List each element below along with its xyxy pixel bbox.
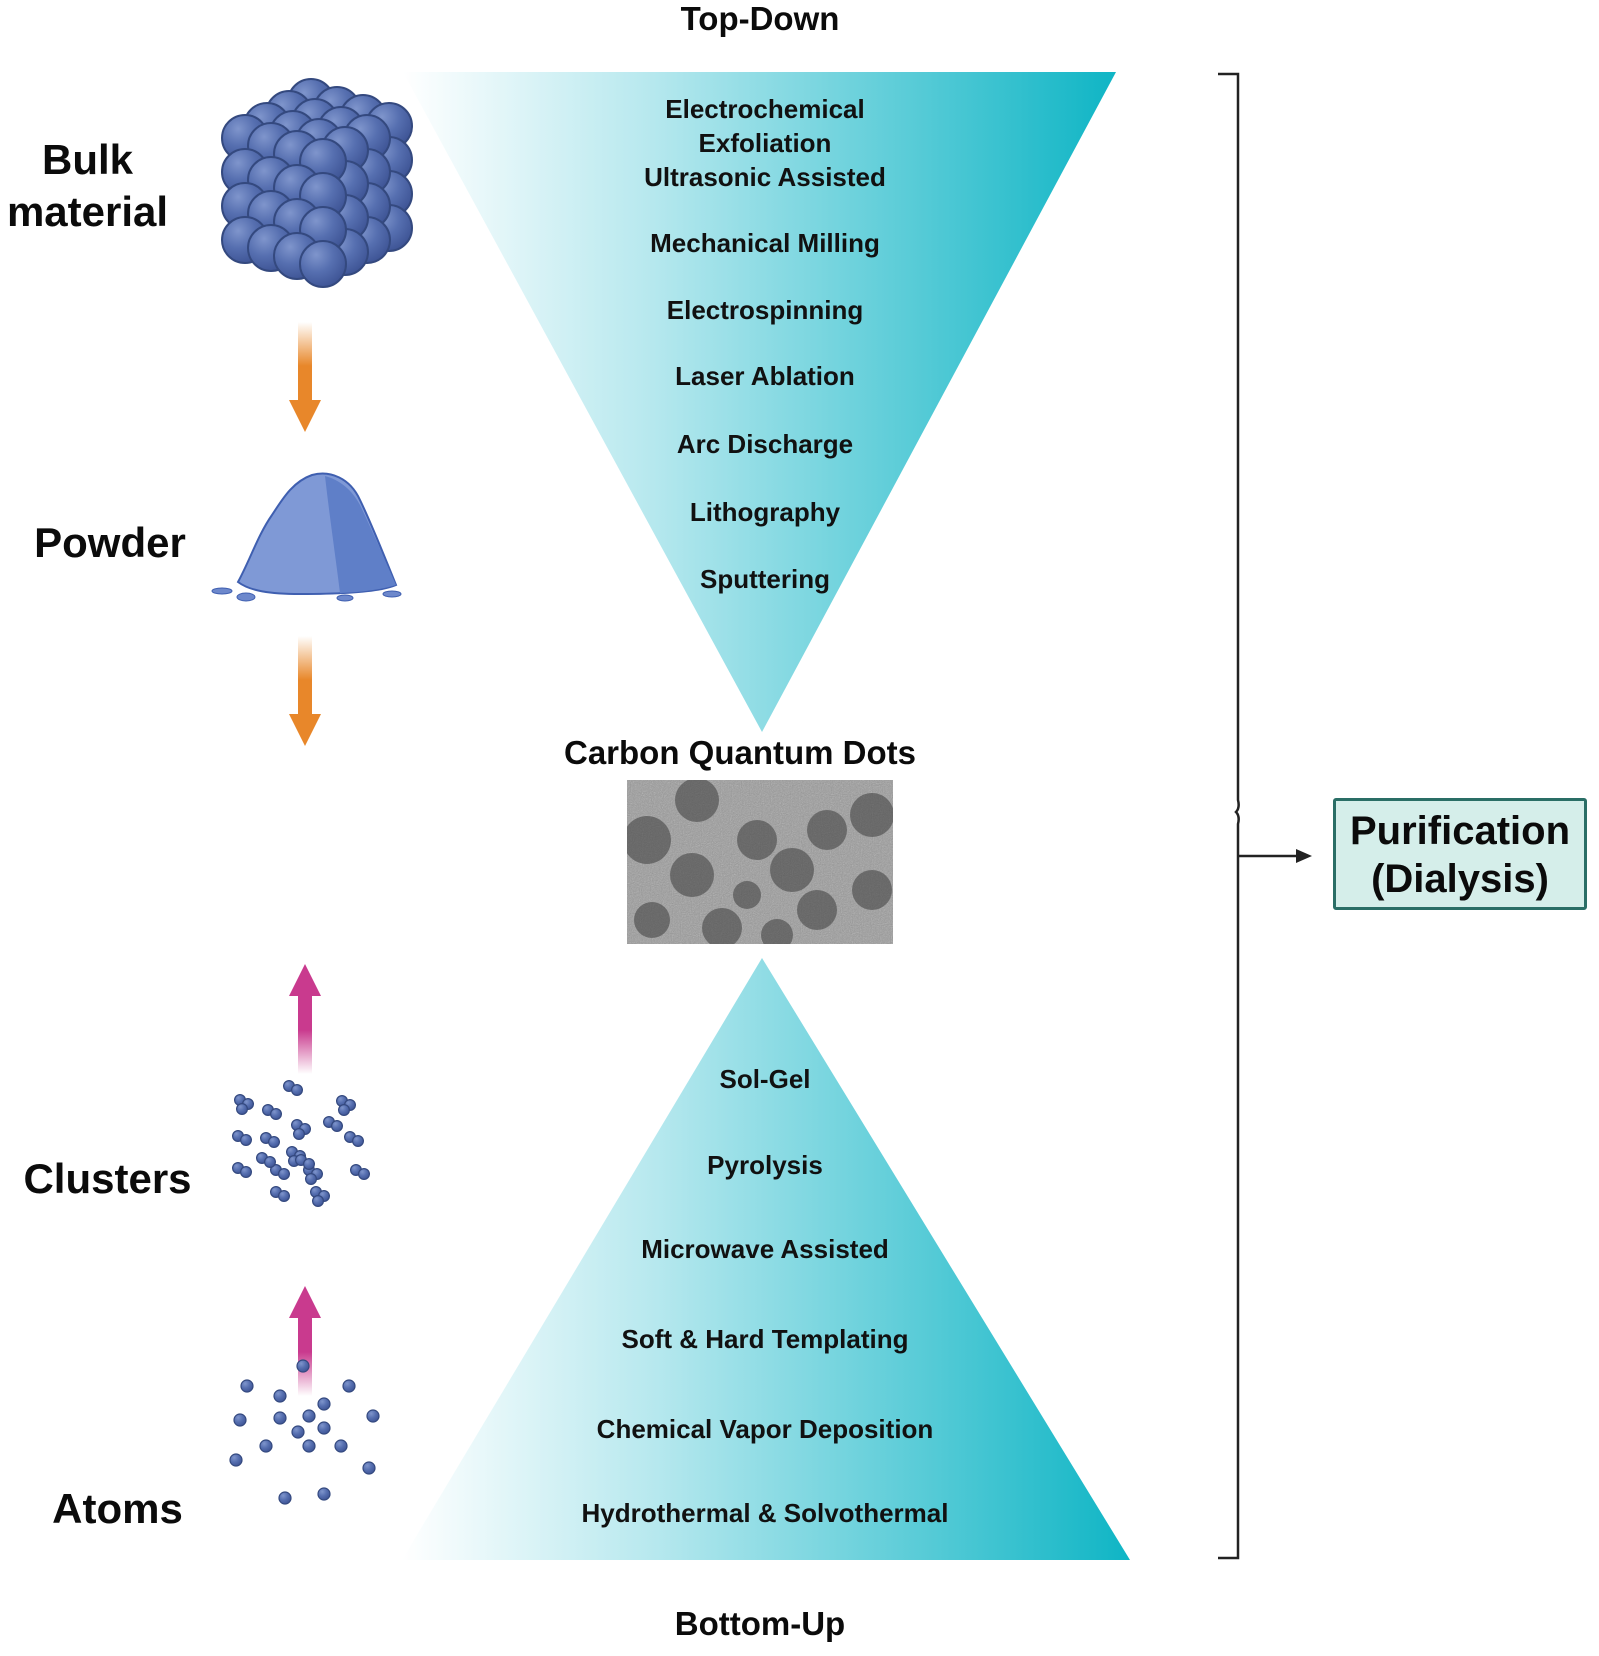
bottom-up-method: Pyrolysis — [707, 1150, 823, 1180]
top-down-method: Mechanical Milling — [650, 228, 880, 258]
atom-particle — [233, 1413, 247, 1427]
top-down-funnel — [403, 72, 1116, 732]
bottom-up-method: Sol-Gel — [719, 1064, 811, 1094]
bottom-up-method: Soft & Hard Templating — [621, 1324, 909, 1354]
atom-particle — [362, 1461, 376, 1475]
cqd-tem-image — [627, 780, 893, 944]
bottom-up-arrow-1 — [289, 964, 321, 1074]
cluster-particle — [264, 1155, 277, 1168]
cluster-particle — [338, 1103, 351, 1116]
clusters-icon — [232, 1079, 371, 1207]
stage-label-powder: Powder — [34, 519, 186, 566]
cluster-particle — [278, 1189, 291, 1202]
bottom-up-heading: Bottom-Up — [674, 1605, 846, 1642]
atom-particle — [302, 1409, 316, 1423]
purification-arrow-head — [1296, 849, 1312, 863]
atom-particle — [273, 1411, 287, 1425]
stage-label-bulk-material: Bulk material — [6, 136, 169, 235]
top-down-method: Lithography — [689, 497, 841, 527]
bottom-up-method: Microwave Assisted — [641, 1234, 889, 1264]
purification-box: Purification (Dialysis) — [1333, 798, 1587, 910]
cluster-particle — [240, 1133, 253, 1146]
cluster-particle — [240, 1165, 253, 1178]
atom-particle — [278, 1491, 292, 1505]
cluster-particle — [305, 1172, 318, 1185]
atom-particle — [273, 1389, 287, 1403]
bulk-material-icon — [221, 78, 413, 288]
top-down-method: Laser Ablation — [675, 361, 855, 391]
cluster-particle — [358, 1167, 371, 1180]
atoms-icon — [229, 1359, 380, 1505]
atom-particle — [229, 1453, 243, 1467]
atom-particle — [302, 1439, 316, 1453]
cluster-particle — [352, 1134, 365, 1147]
atom-particle — [317, 1421, 331, 1435]
top-down-arrow-2 — [289, 636, 321, 746]
cluster-particle — [331, 1119, 344, 1132]
top-down-method: Arc Discharge — [676, 429, 854, 459]
top-down-arrow-1 — [289, 322, 321, 432]
atom-particle — [366, 1409, 380, 1423]
atom-particle — [291, 1425, 305, 1439]
atom-particle — [296, 1359, 310, 1373]
bracket — [1218, 72, 1240, 1560]
bottom-up-method: Hydrothermal & Solvothermal — [581, 1498, 949, 1528]
atom-particle — [317, 1397, 331, 1411]
stage-label-clusters: Clusters — [23, 1155, 192, 1202]
atom-particle — [240, 1379, 254, 1393]
powder-icon — [211, 472, 402, 602]
cluster-particle — [291, 1083, 304, 1096]
sphere — [299, 240, 347, 288]
cluster-particle — [270, 1107, 283, 1120]
bottom-up-method: Chemical Vapor Deposition — [596, 1414, 934, 1444]
cluster-particle — [293, 1127, 306, 1140]
atom-particle — [317, 1487, 331, 1501]
top-down-method: Electrospinning — [666, 295, 864, 325]
cluster-particle — [303, 1157, 316, 1170]
atom-particle — [259, 1439, 273, 1453]
top-down-heading: Top-Down — [680, 0, 840, 37]
cluster-particle — [268, 1135, 281, 1148]
stage-label-atoms: Atoms — [52, 1485, 183, 1532]
bottom-up-arrow-2 — [289, 1286, 321, 1396]
carbon-quantum-dots-label: Carbon Quantum Dots — [564, 734, 916, 771]
top-down-method: Electrochemical Exfoliation Ultrasonic A… — [644, 94, 886, 192]
top-down-method: Sputtering — [700, 564, 830, 594]
atom-particle — [334, 1439, 348, 1453]
cluster-particle — [312, 1194, 325, 1207]
bottom-up-pyramid — [402, 958, 1130, 1560]
cluster-particle — [236, 1102, 249, 1115]
atom-particle — [342, 1379, 356, 1393]
cluster-particle — [278, 1167, 291, 1180]
